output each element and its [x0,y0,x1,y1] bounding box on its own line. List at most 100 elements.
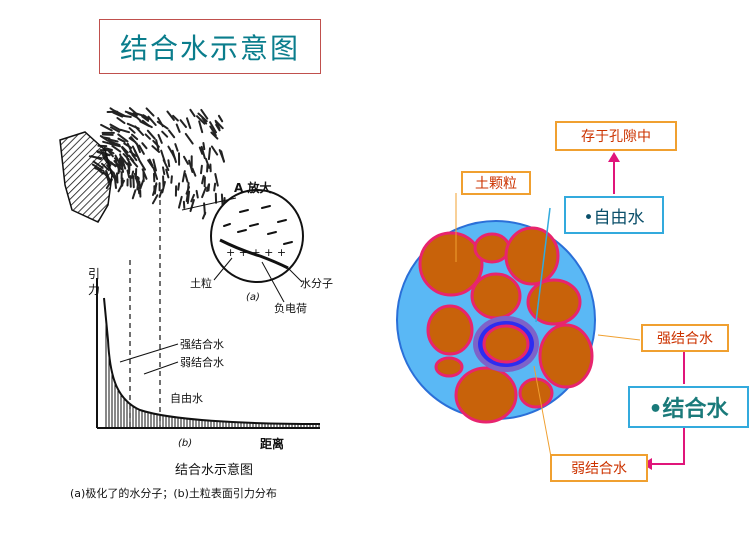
water-molecule-dash [152,139,160,148]
label-attraction-1: 引 [88,267,100,281]
water-molecule-dash [183,155,189,165]
title-box: 结合水示意图 [99,19,321,74]
water-molecule-dash [138,159,146,171]
water-molecule-dash [121,160,127,170]
water-molecule-dash [133,149,141,161]
water-molecule-dash [142,114,150,120]
label-negative-charge: 负电荷 [274,301,307,315]
water-molecule-dash [170,175,173,184]
water-molecule-dash [126,162,131,171]
water-molecule-dash [117,160,121,175]
water-molecule-dash [107,138,119,143]
magnified-molecules [223,205,293,245]
water-molecule-dash [206,183,210,192]
water-molecule-dash [146,129,156,140]
water-molecule-dash [130,158,139,168]
water-molecule-dash [200,164,203,175]
page-title: 结合水示意图 [119,31,300,65]
water-molecule-dash [117,133,129,143]
svg-text:+ + + + +: + + + + + [226,246,286,259]
water-molecule-dash [128,127,136,134]
label-a: (a) [246,292,260,303]
water-molecule-dash [131,133,139,141]
water-molecule-dash [116,172,119,184]
water-molecule-dash [167,159,171,168]
water-molecule-dash [144,133,151,140]
water-molecule-dash [119,128,130,134]
water-molecule-dash [132,175,135,189]
water-molecule-dash [174,143,179,152]
central-grain [482,324,530,364]
label-strong-bound-right: 强结合水 [641,324,729,352]
water-molecule-dash [116,117,126,125]
water-molecule-dash [196,115,206,125]
water-molecule-dash [186,190,191,205]
water-molecule-dash [110,126,121,133]
water-molecule-dash [195,189,199,199]
label-free-water-left: 自由水 [170,391,203,405]
water-molecule-dash [166,110,175,121]
water-molecule-dash [133,172,140,186]
water-molecule-dash [179,119,187,128]
water-molecule-dash [201,211,207,220]
water-molecule-dash [190,193,195,203]
water-molecule-dash [128,107,137,115]
water-molecule-dash [214,119,224,130]
water-molecule-dash [189,108,196,118]
water-molecule-dash [209,125,217,137]
water-molecule-dash [201,175,205,185]
water-molecule-dash [187,182,190,191]
water-molecule-dash [145,107,155,117]
water-molecule-dash [148,158,154,167]
water-molecule-dash [215,123,221,132]
water-molecule-dash [209,121,217,134]
water-molecule-dash [200,145,206,160]
water-molecule-dash [152,158,157,172]
label-bound-water: •结合水 [628,386,749,428]
water-molecule-dash [134,125,145,136]
water-molecule-dash [108,140,121,147]
water-molecule-dash [207,147,211,161]
water-molecule-dash [138,180,142,190]
water-molecule-dash [210,131,219,140]
water-molecule-dash [220,150,225,163]
water-molecule-dash [189,199,195,213]
soil-grain-block [59,131,113,223]
water-molecule-dash [158,189,163,198]
water-molecule-dash [214,173,219,187]
water-molecule-dash [151,194,159,205]
water-molecule-dash [165,168,170,179]
water-molecule-dash [172,114,179,122]
label-b: (b) [178,438,192,449]
water-molecule-dash [129,150,137,157]
water-molecule-dash [141,115,150,122]
water-molecule-dash [124,110,138,117]
water-molecule-dash [113,176,117,189]
water-molecule-dash [191,167,197,177]
label-a-enlarged: A 放大 [234,180,271,195]
water-molecule-dash [121,145,129,154]
water-molecule-dash [171,149,177,164]
water-molecule-dash [205,157,211,169]
water-molecule-dash [131,189,137,200]
water-molecule-dash [202,142,206,151]
label-free-water-right: •自由水 [564,196,664,234]
label-weak-bound-left: 弱结合水 [180,355,224,369]
caption-title: 结合水示意图 [175,462,253,478]
water-molecule-dash [201,186,207,199]
water-molecule-dash [128,137,137,144]
label-strong-bound-left: 强结合水 [180,337,224,351]
label-attraction-2: 力 [88,283,100,297]
water-molecule-dash [162,159,170,171]
water-molecule-dash [186,117,192,130]
label-water-molecule: 水分子 [300,277,333,290]
label-soil-particle: 土颗粒 [461,171,531,195]
water-molecule-dash [220,193,224,207]
water-molecule-dash [100,123,113,132]
water-molecule-dash [138,144,145,155]
water-molecule-dash [181,170,186,183]
water-molecule-dash [141,121,153,129]
caption-sub: (a)极化了的水分子；(b)土粒表面引力分布 [70,486,277,500]
water-molecule-dash [177,182,181,191]
water-molecule-dash [197,112,208,123]
